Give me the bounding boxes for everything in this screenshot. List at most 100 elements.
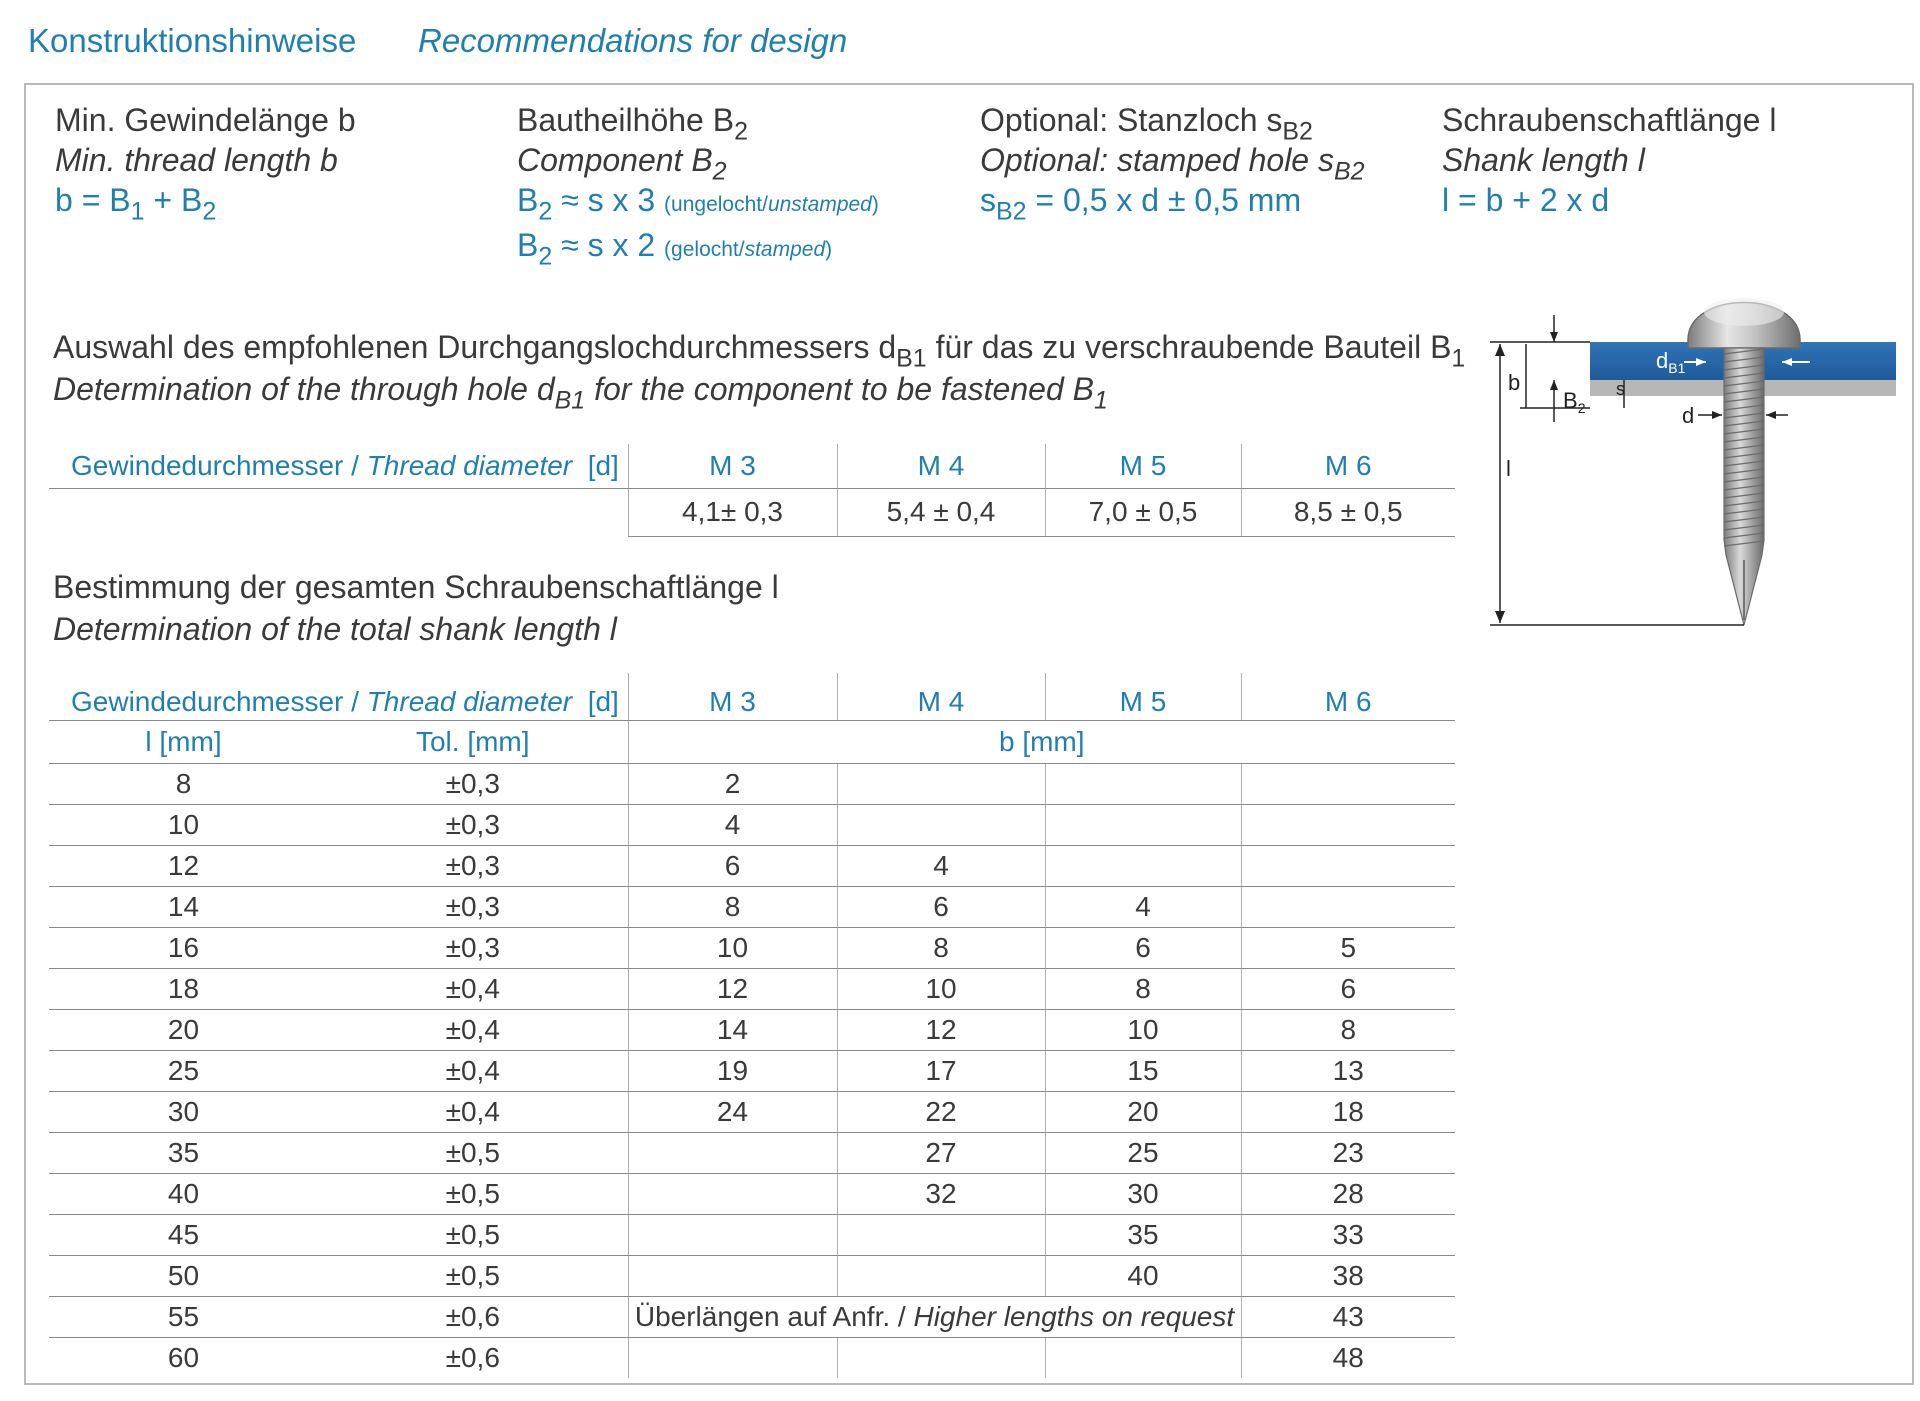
col2-m6: M 6 [1240,673,1455,721]
thread-line [1723,436,1765,443]
col-m3: M 3 [627,444,837,489]
col2-m4: M 4 [836,673,1045,721]
arrow-l-top [1495,344,1505,356]
thread-line [1723,452,1765,459]
b-cell-m6: 6 [1240,968,1455,1010]
b-cell-m4 [836,804,1045,846]
b-cell-m3: 10 [627,927,837,969]
b-cell-m6: 33 [1240,1214,1455,1256]
b-cell-m3: 24 [627,1091,837,1133]
length-cell: 14 [49,886,318,928]
b-cell-m4: 8 [836,927,1045,969]
component-label-de: Bautheilhöhe B2 [517,102,748,146]
thread-line [1723,404,1765,411]
col2-m5: M 5 [1044,673,1241,721]
param-shank: Schraubenschaftlänge l Shank length l l … [1442,100,1776,220]
thread-line [1723,476,1765,483]
length-cell: 35 [49,1132,318,1174]
tolerance-cell: ±0,3 [318,886,628,928]
b-cell-m6: 38 [1240,1255,1455,1297]
tolerance-cell: ±0,3 [318,804,628,846]
b-cell-m6 [1240,845,1455,887]
b-cell-m5: 35 [1044,1214,1241,1256]
thread-line [1723,348,1765,355]
label-b2: B2 [1563,388,1586,416]
b-cell-m5: 30 [1044,1173,1241,1215]
length-cell: 16 [49,927,318,969]
length-cell: 18 [49,968,318,1010]
thread-line [1723,492,1765,499]
b-cell-m6: 28 [1240,1173,1455,1215]
stamped-hole-formula: sB2 = 0,5 x d ± 0,5 mm [980,182,1302,226]
length-cell: 20 [49,1009,318,1051]
thread-line [1723,356,1765,363]
component-formula-stamped: B2 ≈ s x 2 (gelocht/stamped) [517,227,833,271]
b-cell-m5: 10 [1044,1009,1241,1051]
tolerance-cell: ±0,6 [318,1296,628,1338]
tolerance-cell: ±0,5 [318,1255,628,1297]
b-cell-m4 [836,1255,1045,1297]
through-hole-table: Gewindedurchmesser / Thread diameter [d]… [49,444,1455,537]
b-cell-m4: 6 [836,886,1045,928]
col-m4: M 4 [836,444,1045,489]
b-cell-m5: 25 [1044,1132,1241,1174]
thread-line [1723,388,1765,395]
arrow-b1 [1550,332,1558,342]
thread-line [1723,444,1765,451]
b-cell-m3: 2 [627,763,837,805]
b-cell-m4: 17 [836,1050,1045,1092]
section2-heading: Bestimmung der gesamten Schraubenschaftl… [53,566,779,650]
label-l: l [1506,456,1511,481]
min-thread-label-en: Min. thread length b [55,142,338,178]
b-cell-m6: 18 [1240,1091,1455,1133]
b-cell-m3: 8 [627,886,837,928]
shank-label-de: Schraubenschaftlänge l [1442,102,1777,138]
b-cell-m5 [1044,763,1241,805]
b-cell-m5: 6 [1044,927,1241,969]
b-cell-m3: 4 [627,804,837,846]
b-cell-m3: 19 [627,1050,837,1092]
b-cell-m4: 10 [836,968,1045,1010]
b-cell-m3: 12 [627,968,837,1010]
screw-threads [1723,348,1765,547]
b-cell-m6 [1240,763,1455,805]
higher-lengths-note: Überlängen auf Anfr. / Higher lengths on… [627,1296,1241,1338]
tolerance-cell: ±0,5 [318,1173,628,1215]
label-db1: dB1 [1656,348,1686,376]
thread-line [1723,380,1765,387]
header-title-en: Recommendations for design [418,22,848,59]
b-cell-m6: 48 [1240,1337,1455,1378]
length-cell: 12 [49,845,318,887]
table-cell-empty [49,488,628,536]
shank-formula: l = b + 2 x d [1442,182,1610,218]
thread-line [1723,524,1765,531]
b-cell-m5: 15 [1044,1050,1241,1092]
arrow-d [1712,411,1722,419]
tolerance-cell: ±0,4 [318,1050,628,1092]
label-s: s [1616,379,1625,399]
col-m6: M 6 [1240,444,1455,489]
thread-line [1723,516,1765,523]
b-cell-m4 [836,1337,1045,1378]
param-stamped-hole: Optional: Stanzloch sB2 Optional: stampe… [980,100,1365,226]
thread-line [1723,412,1765,419]
b-cell-m3 [627,1173,837,1215]
thread-diameter-label-2: Gewindedurchmesser / Thread diameter [d] [49,673,628,721]
arrow-db1-right [1782,358,1792,366]
label-d: d [1682,403,1694,428]
section2-title-de: Bestimmung der gesamten Schraubenschaftl… [53,569,779,605]
min-thread-formula: b = B1 + B2 [55,182,217,226]
arrow-l-bottom [1495,611,1505,623]
tolerance-cell: ±0,3 [318,927,628,969]
arrow-b2 [1550,380,1558,390]
length-cell: 60 [167,1341,200,1373]
thread-line [1723,500,1765,507]
length-cell: 55 [49,1296,318,1338]
thread-line [1723,396,1765,403]
